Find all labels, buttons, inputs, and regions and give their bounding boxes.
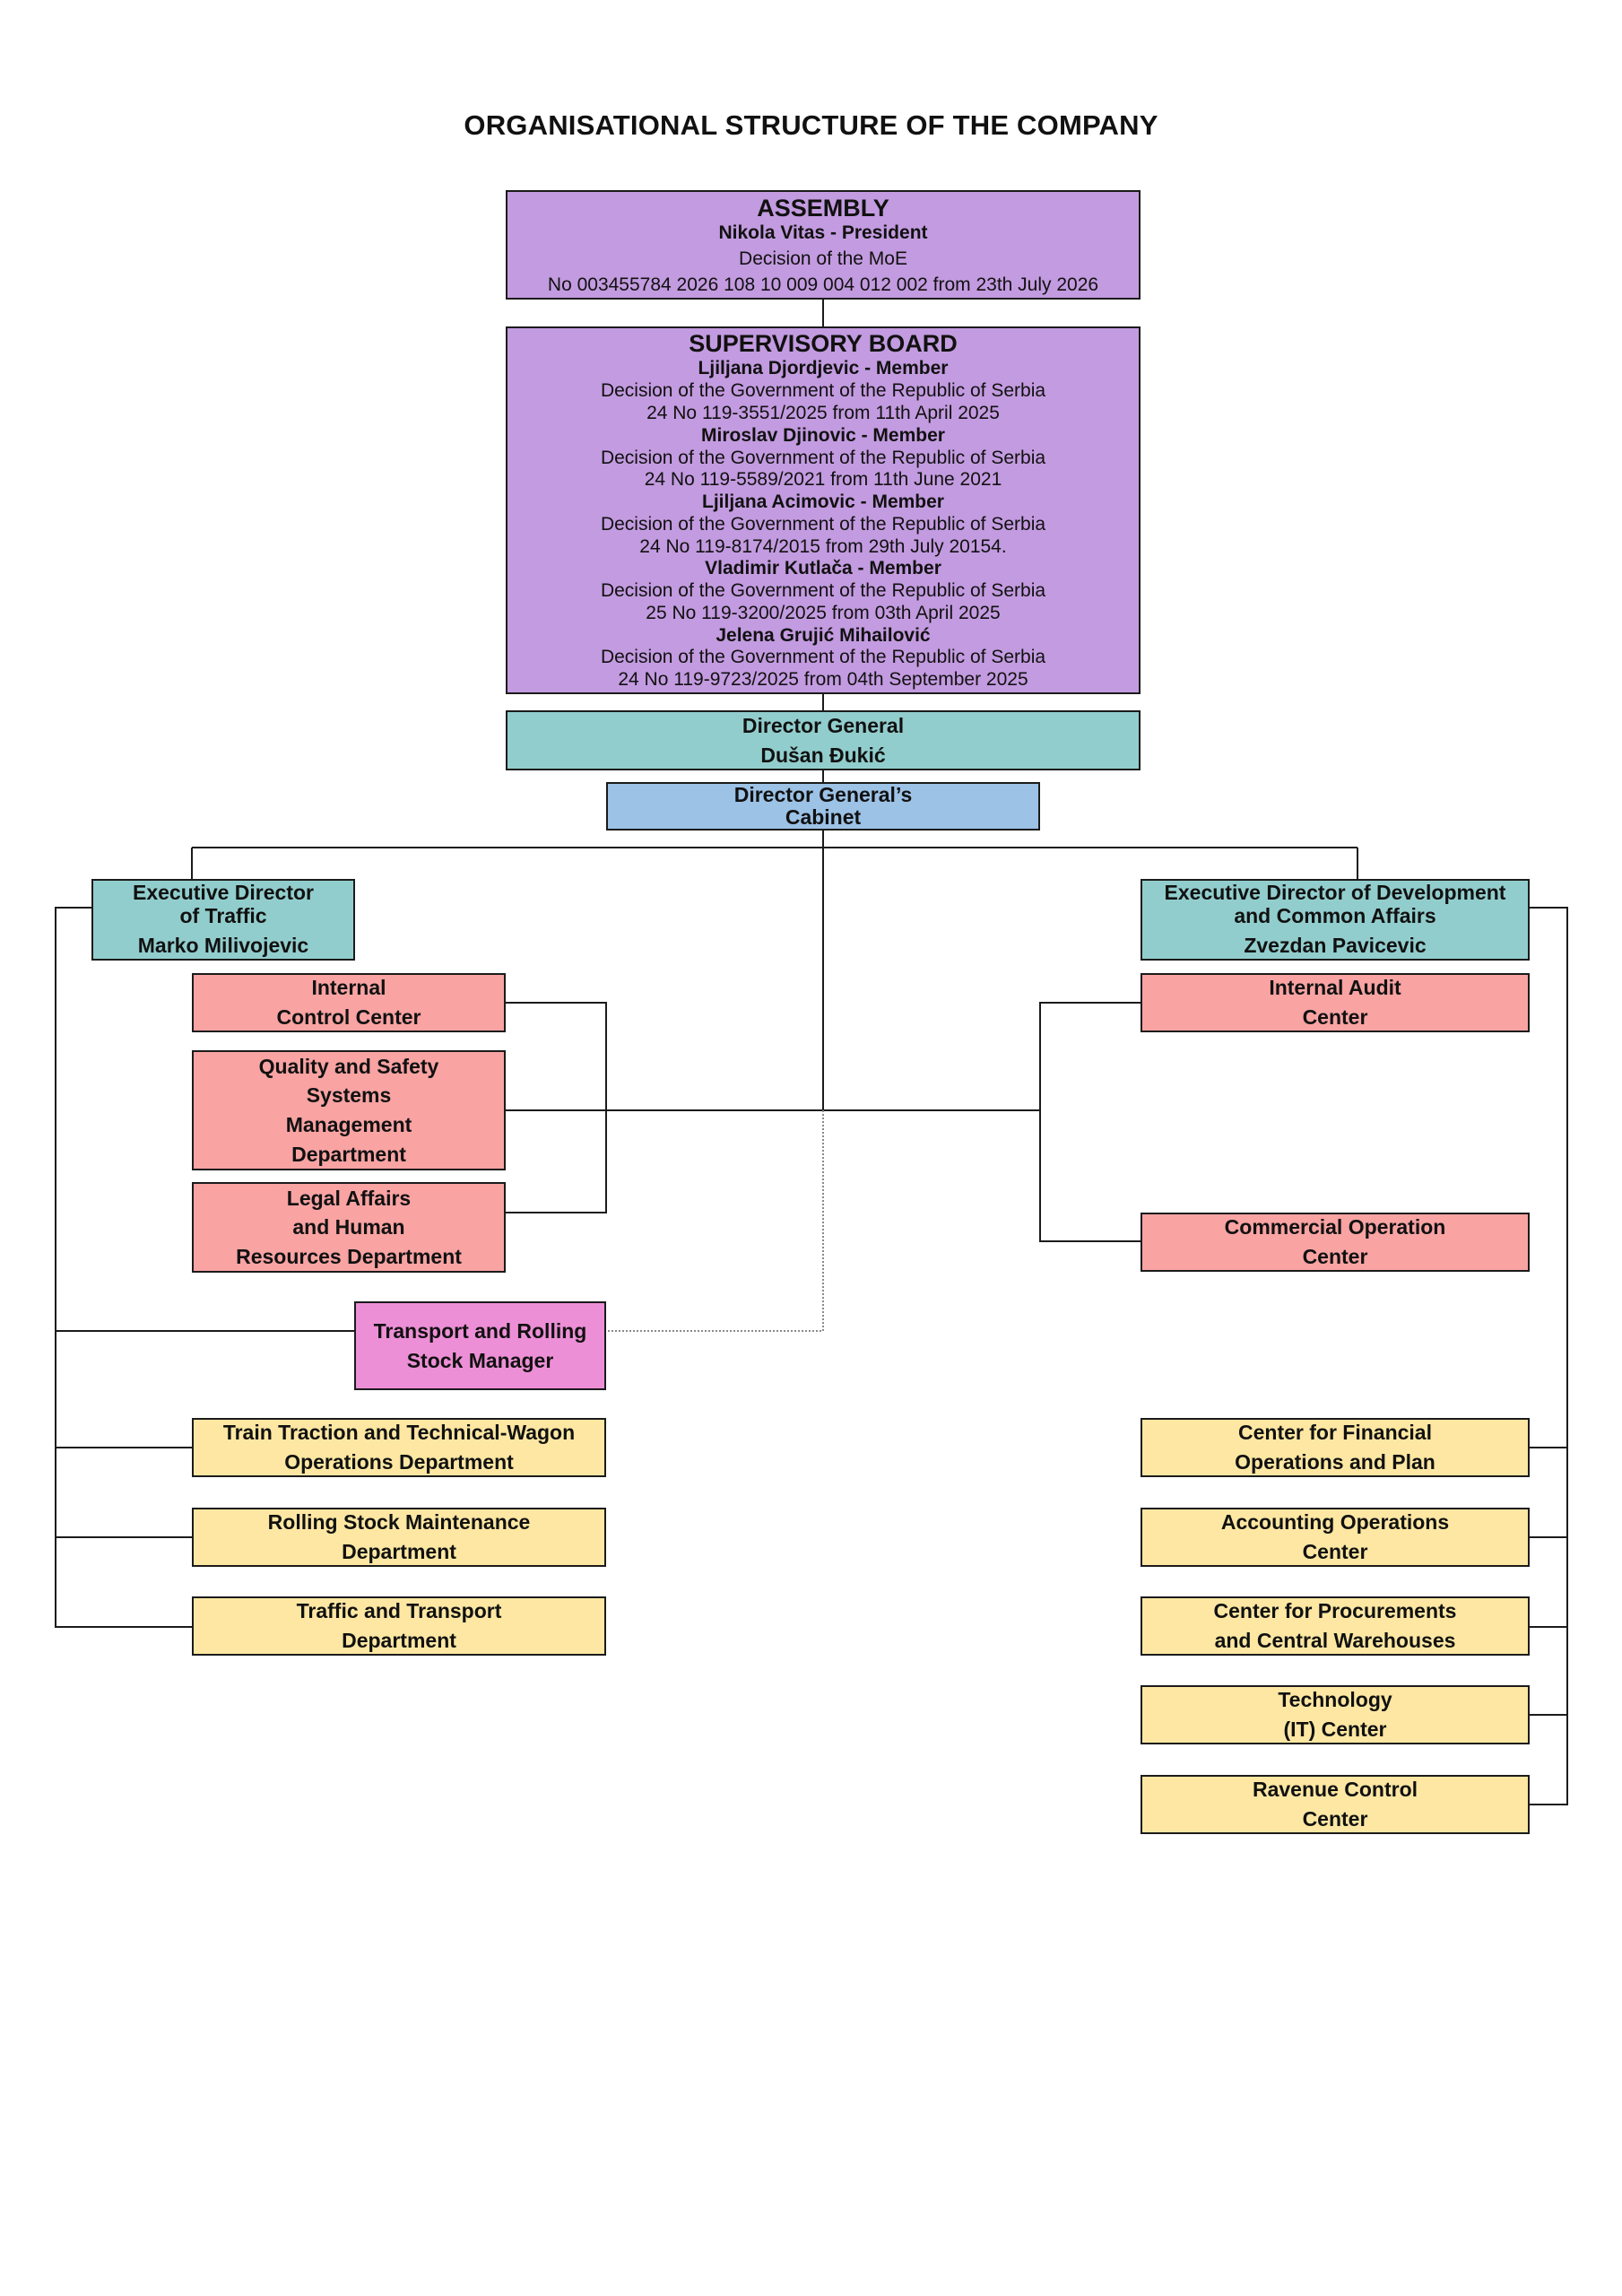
board-member-name: Jelena Grujić Mihailović xyxy=(716,624,931,646)
assembly-box: ASSEMBLY Nikola Vitas - President Decisi… xyxy=(506,190,1141,300)
board-member-ref: 24 No 119-9723/2025 from 04th September … xyxy=(618,669,1028,691)
train-traction-department-box: Train Traction and Technical-Wagon Opera… xyxy=(192,1418,606,1477)
revenue-line1: Ravenue Control xyxy=(1252,1778,1418,1802)
exec-development-line2: and Common Affairs xyxy=(1234,903,1436,927)
quality-safety-line2: Systems xyxy=(306,1083,392,1108)
financial-line2: Operations and Plan xyxy=(1235,1450,1436,1474)
assembly-heading: ASSEMBLY xyxy=(757,194,889,222)
quality-safety-line3: Management xyxy=(285,1113,412,1136)
supervisory-board-box: SUPERVISORY BOARD Ljiljana Djordjevic - … xyxy=(506,326,1141,694)
exec-traffic-line2: of Traffic xyxy=(179,903,267,927)
revenue-line2: Center xyxy=(1302,1807,1368,1831)
exec-traffic-name: Marko Milivojevic xyxy=(137,934,309,958)
commercial-line2: Center xyxy=(1302,1245,1368,1268)
exec-development-name: Zvezdan Pavicevic xyxy=(1244,934,1427,958)
train-traction-line1: Train Traction and Technical-Wagon xyxy=(222,1421,576,1445)
rolling-stock-maintenance-department-box: Rolling Stock Maintenance Department xyxy=(192,1508,606,1567)
board-member-name: Miroslav Djinovic - Member xyxy=(701,424,945,446)
director-general-title: Director General xyxy=(742,713,905,737)
accounting-line2: Center xyxy=(1302,1540,1368,1563)
technology-line2: (IT) Center xyxy=(1283,1718,1387,1741)
procurement-line1: Center for Procurements xyxy=(1213,1599,1457,1623)
board-member-ref: 24 No 119-5589/2021 from 11th June 2021 xyxy=(644,469,1002,491)
cabinet-line1: Director General’s xyxy=(733,782,913,806)
internal-control-line2: Control Center xyxy=(276,1005,421,1029)
rolling-stock-line1: Rolling Stock Maintenance xyxy=(267,1510,531,1535)
assembly-president: Nikola Vitas - President xyxy=(718,222,928,244)
exec-development-line1: Executive Director of Development xyxy=(1164,880,1506,904)
traffic-transport-department-box: Traffic and Transport Department xyxy=(192,1596,606,1656)
accounting-line1: Accounting Operations xyxy=(1220,1510,1450,1535)
legal-hr-department-box: Legal Affairs and Human Resources Depart… xyxy=(192,1182,506,1273)
director-general-box: Director General Dušan Đukić xyxy=(506,710,1141,770)
traffic-transport-line1: Traffic and Transport xyxy=(296,1599,502,1623)
legal-hr-line2: and Human xyxy=(292,1215,405,1239)
technology-center-box: Technology (IT) Center xyxy=(1141,1685,1530,1744)
legal-hr-line3: Resources Department xyxy=(236,1244,462,1268)
board-member-ref: 24 No 119-3551/2025 from 11th April 2025 xyxy=(646,402,1000,423)
train-traction-line2: Operations Department xyxy=(284,1450,514,1474)
board-member-decision: Decision of the Government of the Republ… xyxy=(600,380,1046,402)
internal-audit-line2: Center xyxy=(1302,1005,1368,1029)
transport-rolling-stock-manager-box: Transport and Rolling Stock Manager xyxy=(354,1301,606,1390)
internal-control-center-box: Internal Control Center xyxy=(192,973,506,1032)
traffic-transport-line2: Department xyxy=(342,1629,456,1652)
internal-control-line1: Internal xyxy=(311,976,386,1000)
procurement-line2: and Central Warehouses xyxy=(1214,1629,1456,1652)
commercial-line1: Commercial Operation xyxy=(1224,1215,1446,1239)
exec-director-traffic-box: Executive Director of Traffic Marko Mili… xyxy=(91,879,355,961)
assembly-decision: Decision of the MoE xyxy=(739,248,907,269)
internal-audit-center-box: Internal Audit Center xyxy=(1141,973,1530,1032)
legal-hr-line1: Legal Affairs xyxy=(286,1186,412,1210)
director-general-name: Dušan Đukić xyxy=(760,743,886,767)
rolling-stock-line2: Department xyxy=(342,1540,456,1563)
financial-operations-center-box: Center for Financial Operations and Plan xyxy=(1141,1418,1530,1477)
technology-line1: Technology xyxy=(1278,1688,1392,1712)
internal-audit-line1: Internal Audit xyxy=(1269,976,1401,1000)
board-member-ref: 24 No 119-8174/2015 from 29th July 20154… xyxy=(639,535,1007,557)
financial-line1: Center for Financial xyxy=(1238,1421,1432,1445)
cabinet-box: Director General’s Cabinet xyxy=(606,782,1040,831)
exec-traffic-line1: Executive Director xyxy=(133,880,314,904)
supervisory-board-heading: SUPERVISORY BOARD xyxy=(689,330,958,358)
board-member-decision: Decision of the Government of the Republ… xyxy=(600,647,1046,668)
board-member-name: Ljiljana Djordjevic - Member xyxy=(698,358,949,379)
assembly-number: No 003455784 2026 108 10 009 004 012 002… xyxy=(547,274,1099,295)
board-member-decision: Decision of the Government of the Republ… xyxy=(600,580,1046,602)
revenue-control-center-box: Ravenue Control Center xyxy=(1141,1775,1530,1834)
board-member-decision: Decision of the Government of the Republ… xyxy=(600,447,1046,468)
accounting-operations-center-box: Accounting Operations Center xyxy=(1141,1508,1530,1567)
commercial-operation-center-box: Commercial Operation Center xyxy=(1141,1213,1530,1272)
quality-safety-line4: Department xyxy=(291,1142,406,1166)
board-member-name: Vladimir Kutlača - Member xyxy=(705,558,941,579)
transport-manager-line2: Stock Manager xyxy=(406,1348,554,1372)
board-member-decision: Decision of the Government of the Republ… xyxy=(600,513,1046,535)
quality-safety-line1: Quality and Safety xyxy=(258,1054,439,1078)
board-member-name: Ljiljana Acimovic - Member xyxy=(702,491,944,513)
board-member-ref: 25 No 119-3200/2025 from 03th April 2025 xyxy=(646,602,1001,623)
page-title: ORGANISATIONAL STRUCTURE OF THE COMPANY xyxy=(464,109,1158,141)
exec-director-development-box: Executive Director of Development and Co… xyxy=(1141,879,1530,961)
quality-safety-department-box: Quality and Safety Systems Management De… xyxy=(192,1050,506,1170)
cabinet-line2: Cabinet xyxy=(785,805,862,829)
transport-manager-line1: Transport and Rolling xyxy=(373,1318,587,1343)
procurement-center-box: Center for Procurements and Central Ware… xyxy=(1141,1596,1530,1656)
